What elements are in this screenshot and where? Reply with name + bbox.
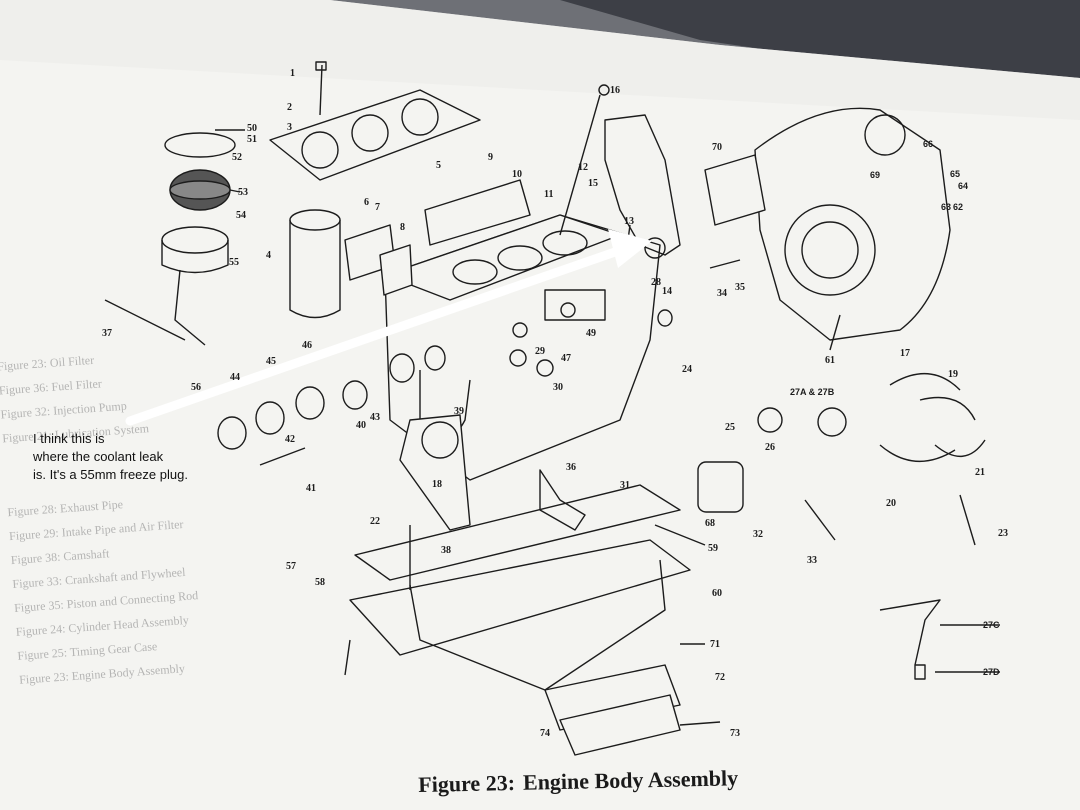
part-label: 69 (870, 170, 880, 180)
part-label: 64 (958, 181, 968, 191)
part-label: 72 (715, 672, 725, 683)
part-label: 73 (730, 728, 740, 739)
part-label: 63 (941, 202, 951, 212)
part-label: 56 (191, 382, 201, 393)
part-label: 65 (950, 169, 960, 179)
svg-text:Figure 38: Camshaft: Figure 38: Camshaft (10, 546, 110, 567)
part-label: 61 (825, 355, 835, 366)
part-label: 27C (983, 620, 1000, 630)
part-label: 52 (232, 152, 242, 163)
part-label: 66 (923, 139, 933, 149)
part-labels: 1 2 3 4 5 6 7 8 9 10 11 12 13 14 15 16 1… (102, 68, 1008, 739)
part-label: 17 (900, 348, 910, 359)
part-label: 42 (285, 434, 295, 445)
part-label: 27D (983, 667, 1000, 677)
engine-drawing (104, 61, 1000, 756)
part-label: 51 (247, 134, 257, 145)
part-label: 2 (287, 102, 292, 113)
svg-text:Figure 23: Oil Filter: Figure 23: Oil Filter (0, 353, 95, 374)
part-label: 45 (266, 356, 276, 367)
part-label: 14 (662, 286, 672, 297)
part-label: 31 (620, 480, 630, 491)
part-label: 35 (735, 282, 745, 293)
part-label: 33 (807, 555, 817, 566)
part-label: 37 (102, 328, 112, 339)
part-label: 54 (236, 210, 246, 221)
part-label: 62 (953, 202, 963, 212)
caption-label: Figure 23: (418, 769, 516, 797)
part-label: 49 (586, 328, 596, 339)
part-label: 13 (624, 216, 634, 227)
part-label: 32 (753, 529, 763, 540)
part-label: 41 (306, 483, 316, 494)
part-label: 43 (370, 412, 380, 423)
part-label: 30 (553, 382, 563, 393)
part-label: 39 (454, 406, 464, 417)
part-label: 34 (717, 288, 727, 299)
part-label: 3 (287, 122, 292, 133)
part-label: 50 (247, 123, 257, 134)
part-label: 46 (302, 340, 312, 351)
part-label: 15 (588, 178, 598, 189)
part-label: 57 (286, 561, 296, 572)
part-label: 8 (400, 222, 405, 233)
part-label: 74 (540, 728, 550, 739)
part-label: 40 (356, 420, 366, 431)
part-label: 60 (712, 588, 722, 599)
part-label: 7 (375, 202, 380, 213)
callout-line-1: I think this is (33, 431, 105, 446)
part-label: 12 (578, 162, 588, 173)
part-label: 36 (566, 462, 576, 473)
part-label: 29 (535, 346, 545, 357)
part-label: 28 (651, 277, 661, 288)
part-label: 21 (975, 467, 985, 478)
part-label: 1 (290, 68, 295, 79)
figure-caption: Figure 23:Engine Body Assembly (418, 765, 738, 798)
part-label: 26 (765, 442, 775, 453)
part-label: 5 (436, 160, 441, 171)
annotation-arrow (125, 229, 652, 426)
part-label: 38 (441, 545, 451, 556)
part-label: 70 (712, 142, 722, 153)
part-label: 22 (370, 516, 380, 527)
part-label: 23 (998, 528, 1008, 539)
part-label: 10 (512, 169, 522, 180)
part-label: 44 (230, 372, 240, 383)
callout-line-3: is. It's a 55mm freeze plug. (33, 467, 188, 482)
part-label: 59 (708, 543, 718, 554)
part-label: 24 (682, 364, 692, 375)
part-label: 9 (488, 152, 493, 163)
coolant-leak-callout: I think this is where the coolant leak i… (33, 430, 253, 484)
caption-title: Engine Body Assembly (522, 765, 739, 795)
part-label: 71 (710, 639, 720, 650)
part-label: 18 (432, 479, 442, 490)
part-label: 16 (610, 85, 620, 96)
part-label: 19 (948, 369, 958, 380)
part-label: 27A & 27B (790, 387, 835, 397)
callout-line-2: where the coolant leak (33, 449, 164, 464)
part-label: 53 (238, 187, 248, 198)
part-label: 11 (544, 189, 553, 200)
part-label: 4 (266, 250, 271, 261)
part-label: 55 (229, 257, 239, 268)
part-label: 25 (725, 422, 735, 433)
part-label: 6 (364, 197, 369, 208)
part-label: 20 (886, 498, 896, 509)
part-label: 47 (561, 353, 571, 364)
part-label: 58 (315, 577, 325, 588)
part-label: 68 (705, 518, 715, 529)
